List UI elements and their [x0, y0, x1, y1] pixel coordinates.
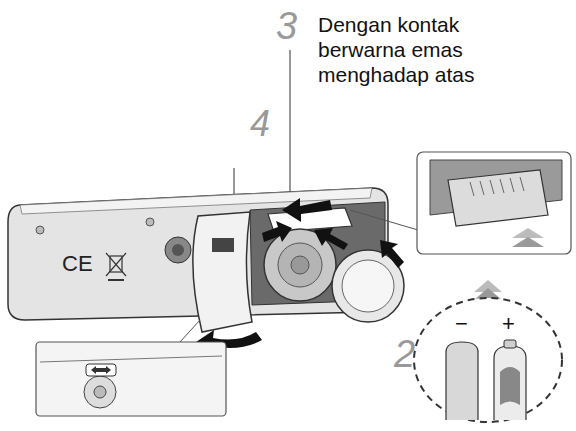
battery-top [446, 342, 478, 420]
ce-mark: CE [62, 252, 93, 276]
callout-number: 4 [250, 104, 270, 144]
inset-leader [180, 320, 200, 342]
instruction-note: Dengan kontak berwarna emas menghadap at… [318, 12, 498, 88]
battery-door [193, 212, 252, 332]
control-pad [84, 376, 116, 408]
tripod-socket [165, 237, 191, 263]
leader-line [290, 50, 291, 208]
card-inset [417, 152, 571, 254]
battery-terminal [291, 256, 309, 274]
control-pad [94, 386, 106, 398]
insert-arrow [380, 240, 404, 268]
battery-end [342, 260, 394, 312]
tripod-socket [172, 244, 184, 256]
battery-end [278, 243, 322, 287]
weee-symbol [106, 253, 126, 280]
polarity-sign: + [502, 312, 515, 336]
screw [36, 226, 44, 234]
latch-switch [86, 364, 116, 376]
latch-icon [91, 366, 111, 374]
latch-inset [36, 342, 226, 416]
door-latch [212, 238, 234, 252]
battery-label [500, 367, 520, 405]
polarity-sign: − [455, 312, 468, 336]
camera-edge [40, 356, 222, 362]
callout-number: 3 [276, 6, 297, 48]
up-arrow [512, 237, 544, 247]
polarity-inset [414, 298, 562, 422]
screw [146, 218, 154, 226]
memory-card [448, 170, 548, 226]
card-contacts [470, 177, 524, 196]
battery-terminal [504, 340, 516, 348]
battery-top [494, 346, 526, 420]
inset-leader [350, 210, 418, 230]
insert-arrow [282, 198, 332, 222]
up-arrow [512, 228, 544, 238]
callout-number: 2 [394, 334, 415, 376]
insert-arrow [314, 228, 348, 250]
insert-arrow [262, 221, 292, 242]
